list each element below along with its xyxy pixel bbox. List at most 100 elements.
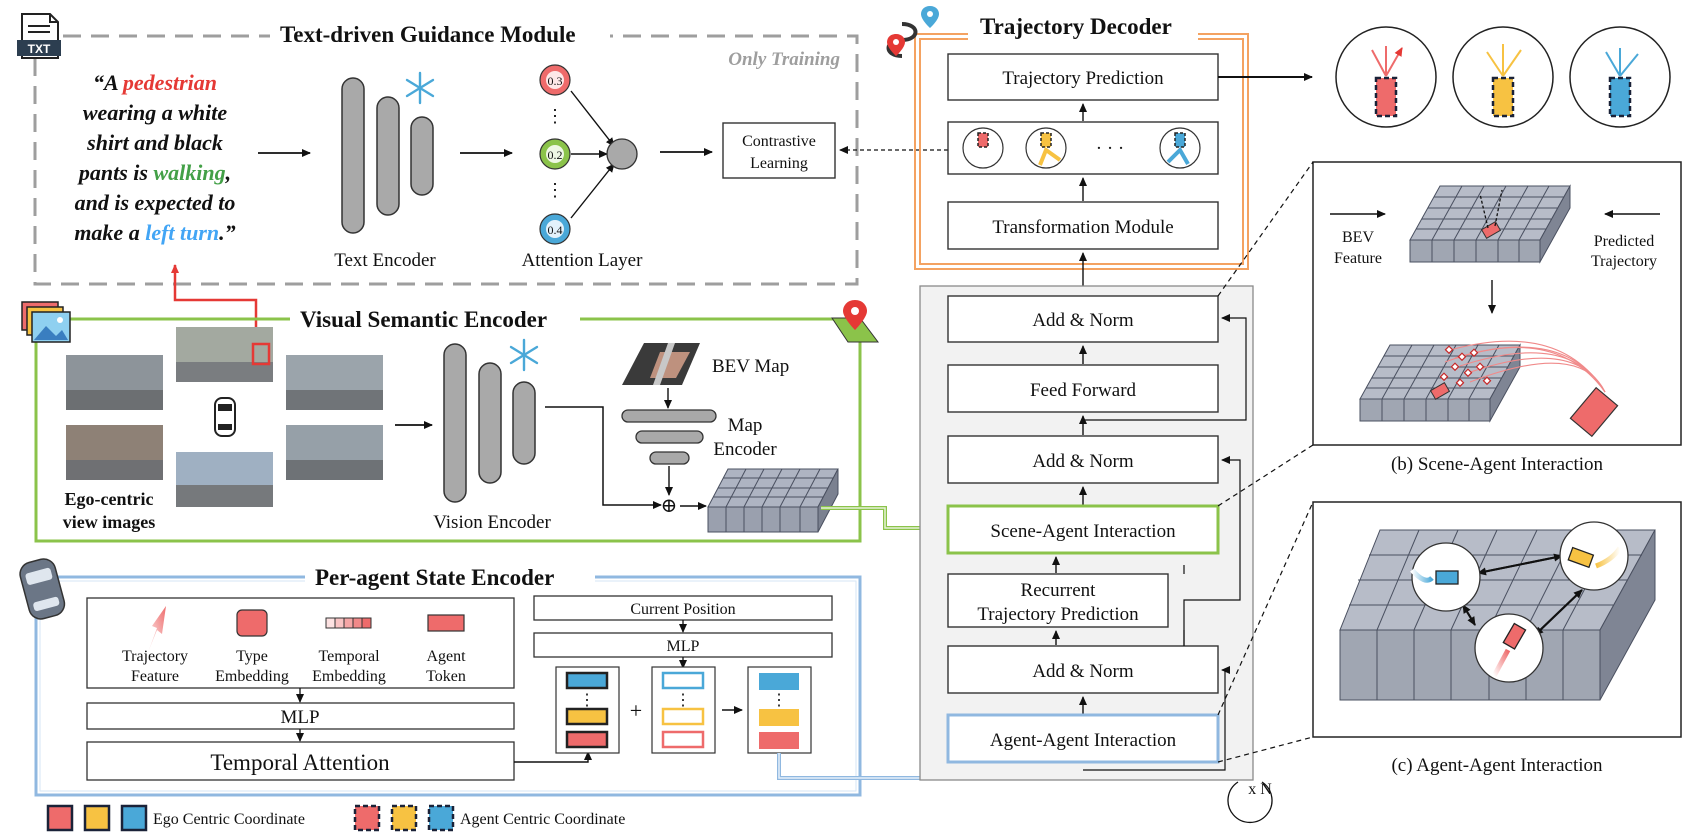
input-label-2a: Type [236,648,268,665]
temporal-embedding-icon [325,617,372,629]
input-label-2b: Embedding [215,668,289,685]
quote-pedestrian: pedestrian [121,70,217,95]
text-encoder-label: Text Encoder [334,250,436,271]
state-inputs-box [86,597,515,689]
scene-agent-caption: (b) Scene-Agent Interaction [1391,454,1604,475]
contrastive-label-1: Contrastive [742,133,816,150]
images-icon [21,301,71,343]
bev-feature-grid [707,468,839,533]
map-encoder-label-2: Encoder [713,439,777,460]
input-label-3a: Temporal [318,648,380,665]
decoder-title: Trajectory Decoder [980,14,1172,39]
input-label-1a: Trajectory [122,648,188,665]
predicted-trajectory-label-2: Trajectory [1591,253,1657,270]
quote-line-5: and is expected to [75,190,236,215]
snowflake-icon-2 [509,338,539,372]
stack1-dots: ⋮ [579,692,595,709]
route-icon [886,6,939,58]
state-mlp-label: MLP [280,707,319,728]
attention-value-1: 0.3 [548,74,563,88]
plus-sign: + [630,698,642,723]
quote-1a: “A [93,70,123,95]
feed-forward-box [947,364,1219,413]
quote-4c: , [225,160,232,185]
agent-agent-interaction-box [946,713,1220,764]
legend-agent-label: Agent Centric Coordinate [460,811,625,828]
map-encoder-label-1: Map [728,415,763,436]
only-training-label: Only Training [728,49,840,70]
trajectory-feature-icon [147,606,166,655]
input-label-3b: Embedding [312,668,386,685]
quote-line-6: make a left turn.” [74,220,235,245]
text-guidance-frame [33,34,859,286]
temporal-attention-box [86,741,515,781]
add-norm-label-1: Add & Norm [1032,310,1134,331]
visual-semantic-encoder: Visual Semantic Encoder [21,300,879,543]
transformation-module-label: Transformation Module [992,217,1173,238]
legend-agent-red [353,804,381,832]
recurrent-prediction-box [947,573,1169,628]
scene-agent-panel: BEV Feature Predicted Trajectory [1217,161,1682,507]
quote-walking: walking [153,160,225,185]
ego-images-label-1: Ego-centric [65,489,154,509]
bev-map-label: BEV Map [712,356,789,377]
candidate-3 [1159,127,1201,169]
transformation-module-box [947,201,1219,250]
position-mlp-label: MLP [667,638,700,655]
plus-circle-symbol: ⊕ [661,495,678,517]
combined-token-stack: ⋮ [747,666,812,754]
quote-line-4: pants is walking, [77,160,231,185]
legend-ego-red [46,804,74,832]
add-norm-box-3 [947,645,1219,694]
candidates-dots: · · · [1096,138,1124,159]
visual-encoder-title: Visual Semantic Encoder [300,307,547,332]
legend-agent-yellow [390,804,418,832]
agent-token-icon [427,614,465,632]
legend-ego-blue [120,804,148,832]
current-position-box [533,595,833,621]
attention-output-node [606,138,638,170]
camera-images [66,327,383,507]
txt-icon-label: TXT [28,42,51,56]
bev-map-image [622,343,700,385]
type-embedding-icon [236,609,268,637]
ego-car-icon [214,397,236,437]
crop-pointer-arrow [171,264,258,344]
text-encoder: Text Encoder [334,77,436,271]
attention-ellipsis-2: ⋮ [546,180,564,200]
vision-encoder-label: Vision Encoder [433,512,551,533]
ego-images-label-2: view images [63,512,155,532]
position-token-stack: ⋮ [651,666,716,754]
agent-agent-panel: (c) Agent-Agent Interaction [1217,501,1682,776]
bev-feature-label-1: BEV [1342,229,1374,246]
agent-agent-label: Agent-Agent Interaction [990,730,1177,751]
per-agent-state-encoder: Per-agent State Encoder Trajectory Featu… [19,558,862,797]
vision-encoder: Vision Encoder [433,343,551,533]
agent-agent-caption: (c) Agent-Agent Interaction [1391,755,1603,776]
add-norm-box-2 [947,435,1219,484]
add-norm-label-2: Add & Norm [1032,451,1134,472]
add-norm-box-1 [947,295,1219,343]
scene-agent-interaction-box [946,504,1220,555]
quote-line-1: “A pedestrian [93,70,217,95]
temporal-attention-label: Temporal Attention [210,750,390,775]
quote-left-turn: left turn [145,220,219,245]
bev-feature-label-2: Feature [1334,250,1382,267]
snowflake-icon [405,71,435,105]
input-label-4a: Agent [426,648,466,665]
attention-value-3: 0.4 [548,223,563,237]
quote-6a: make a [74,220,145,245]
feed-forward-label: Feed Forward [1030,380,1137,401]
legend-ego-yellow [83,804,111,832]
scene-agent-label: Scene-Agent Interaction [990,521,1176,542]
trajectory-decoder: Trajectory Decoder Trajectory Prediction… [886,6,1313,824]
attention-ellipsis-1: ⋮ [546,106,564,126]
input-label-4b: Token [426,668,466,685]
quote-line-3: shirt and black [86,130,223,155]
agent-node-yellow [1559,521,1629,591]
contrastive-label-2: Learning [750,155,808,172]
recurrent-label-2: Trajectory Prediction [977,604,1139,625]
recurrent-label-1: Recurrent [1021,580,1097,601]
quote-6c: .” [219,220,236,245]
